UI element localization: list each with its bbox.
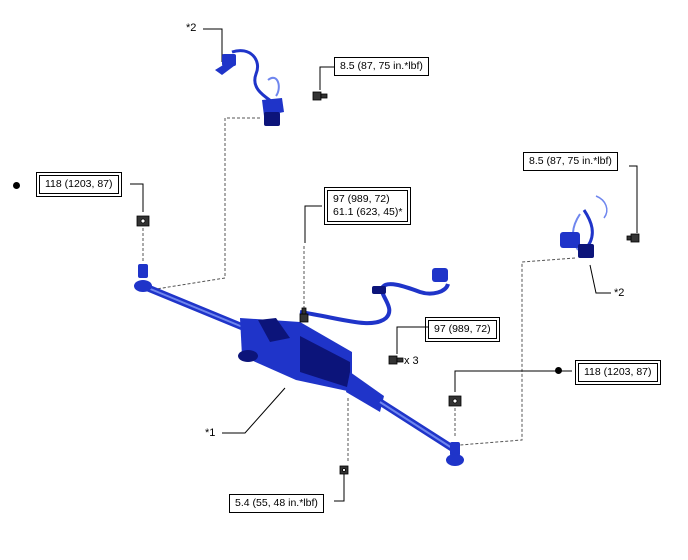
bolt-sensor-right: [626, 233, 640, 243]
assembly-dashed-lines: [142, 117, 576, 462]
callout-1: *1: [205, 427, 216, 439]
bolt-sensor-left: [312, 91, 328, 101]
nut-right: [448, 395, 462, 407]
speed-sensor-left: [215, 49, 284, 126]
torque-sensor-bolt-left: 8.5 (87, 75 in.*lbf): [334, 57, 429, 76]
tie-rod-end-left: [134, 264, 152, 292]
torque-sensor-bolt-right: 8.5 (87, 75 in.*lbf): [523, 152, 618, 171]
speed-sensor-right: [560, 195, 608, 258]
leader-lines: [130, 28, 638, 502]
torque-marker-dot-left: [13, 182, 20, 189]
bolt-gear-pair: [388, 355, 404, 365]
torque-tie-rod-nut-left: 118 (1203, 87): [36, 172, 122, 197]
torque-gear-mount-line2: 61.1 (623, 45)*: [333, 206, 403, 218]
torque-bottom-bolt: 5.4 (55, 48 in.*lbf): [229, 494, 324, 513]
torque-marker-dot-right: [555, 367, 562, 374]
torque-gear-bolts: 97 (989, 72): [425, 317, 500, 342]
fasteners: [136, 91, 640, 475]
torque-gear-mount-line1: 97 (989, 72): [333, 193, 390, 205]
bolt-bottom: [339, 465, 349, 475]
steering-rack-assembly: [144, 284, 456, 452]
callout-2-right: *2: [614, 287, 625, 299]
callout-2-top: *2: [186, 22, 197, 34]
bolt-gear-mount: [299, 307, 309, 323]
nut-left: [136, 215, 150, 227]
quantity-x3-label: x 3: [404, 355, 419, 367]
torque-gear-mount: 97 (989, 72) 61.1 (623, 45)*: [323, 187, 412, 225]
torque-tie-rod-nut-right: 118 (1203, 87): [575, 360, 661, 385]
gear-wire-harness: [299, 268, 450, 326]
tie-rod-end-right: [446, 442, 464, 466]
